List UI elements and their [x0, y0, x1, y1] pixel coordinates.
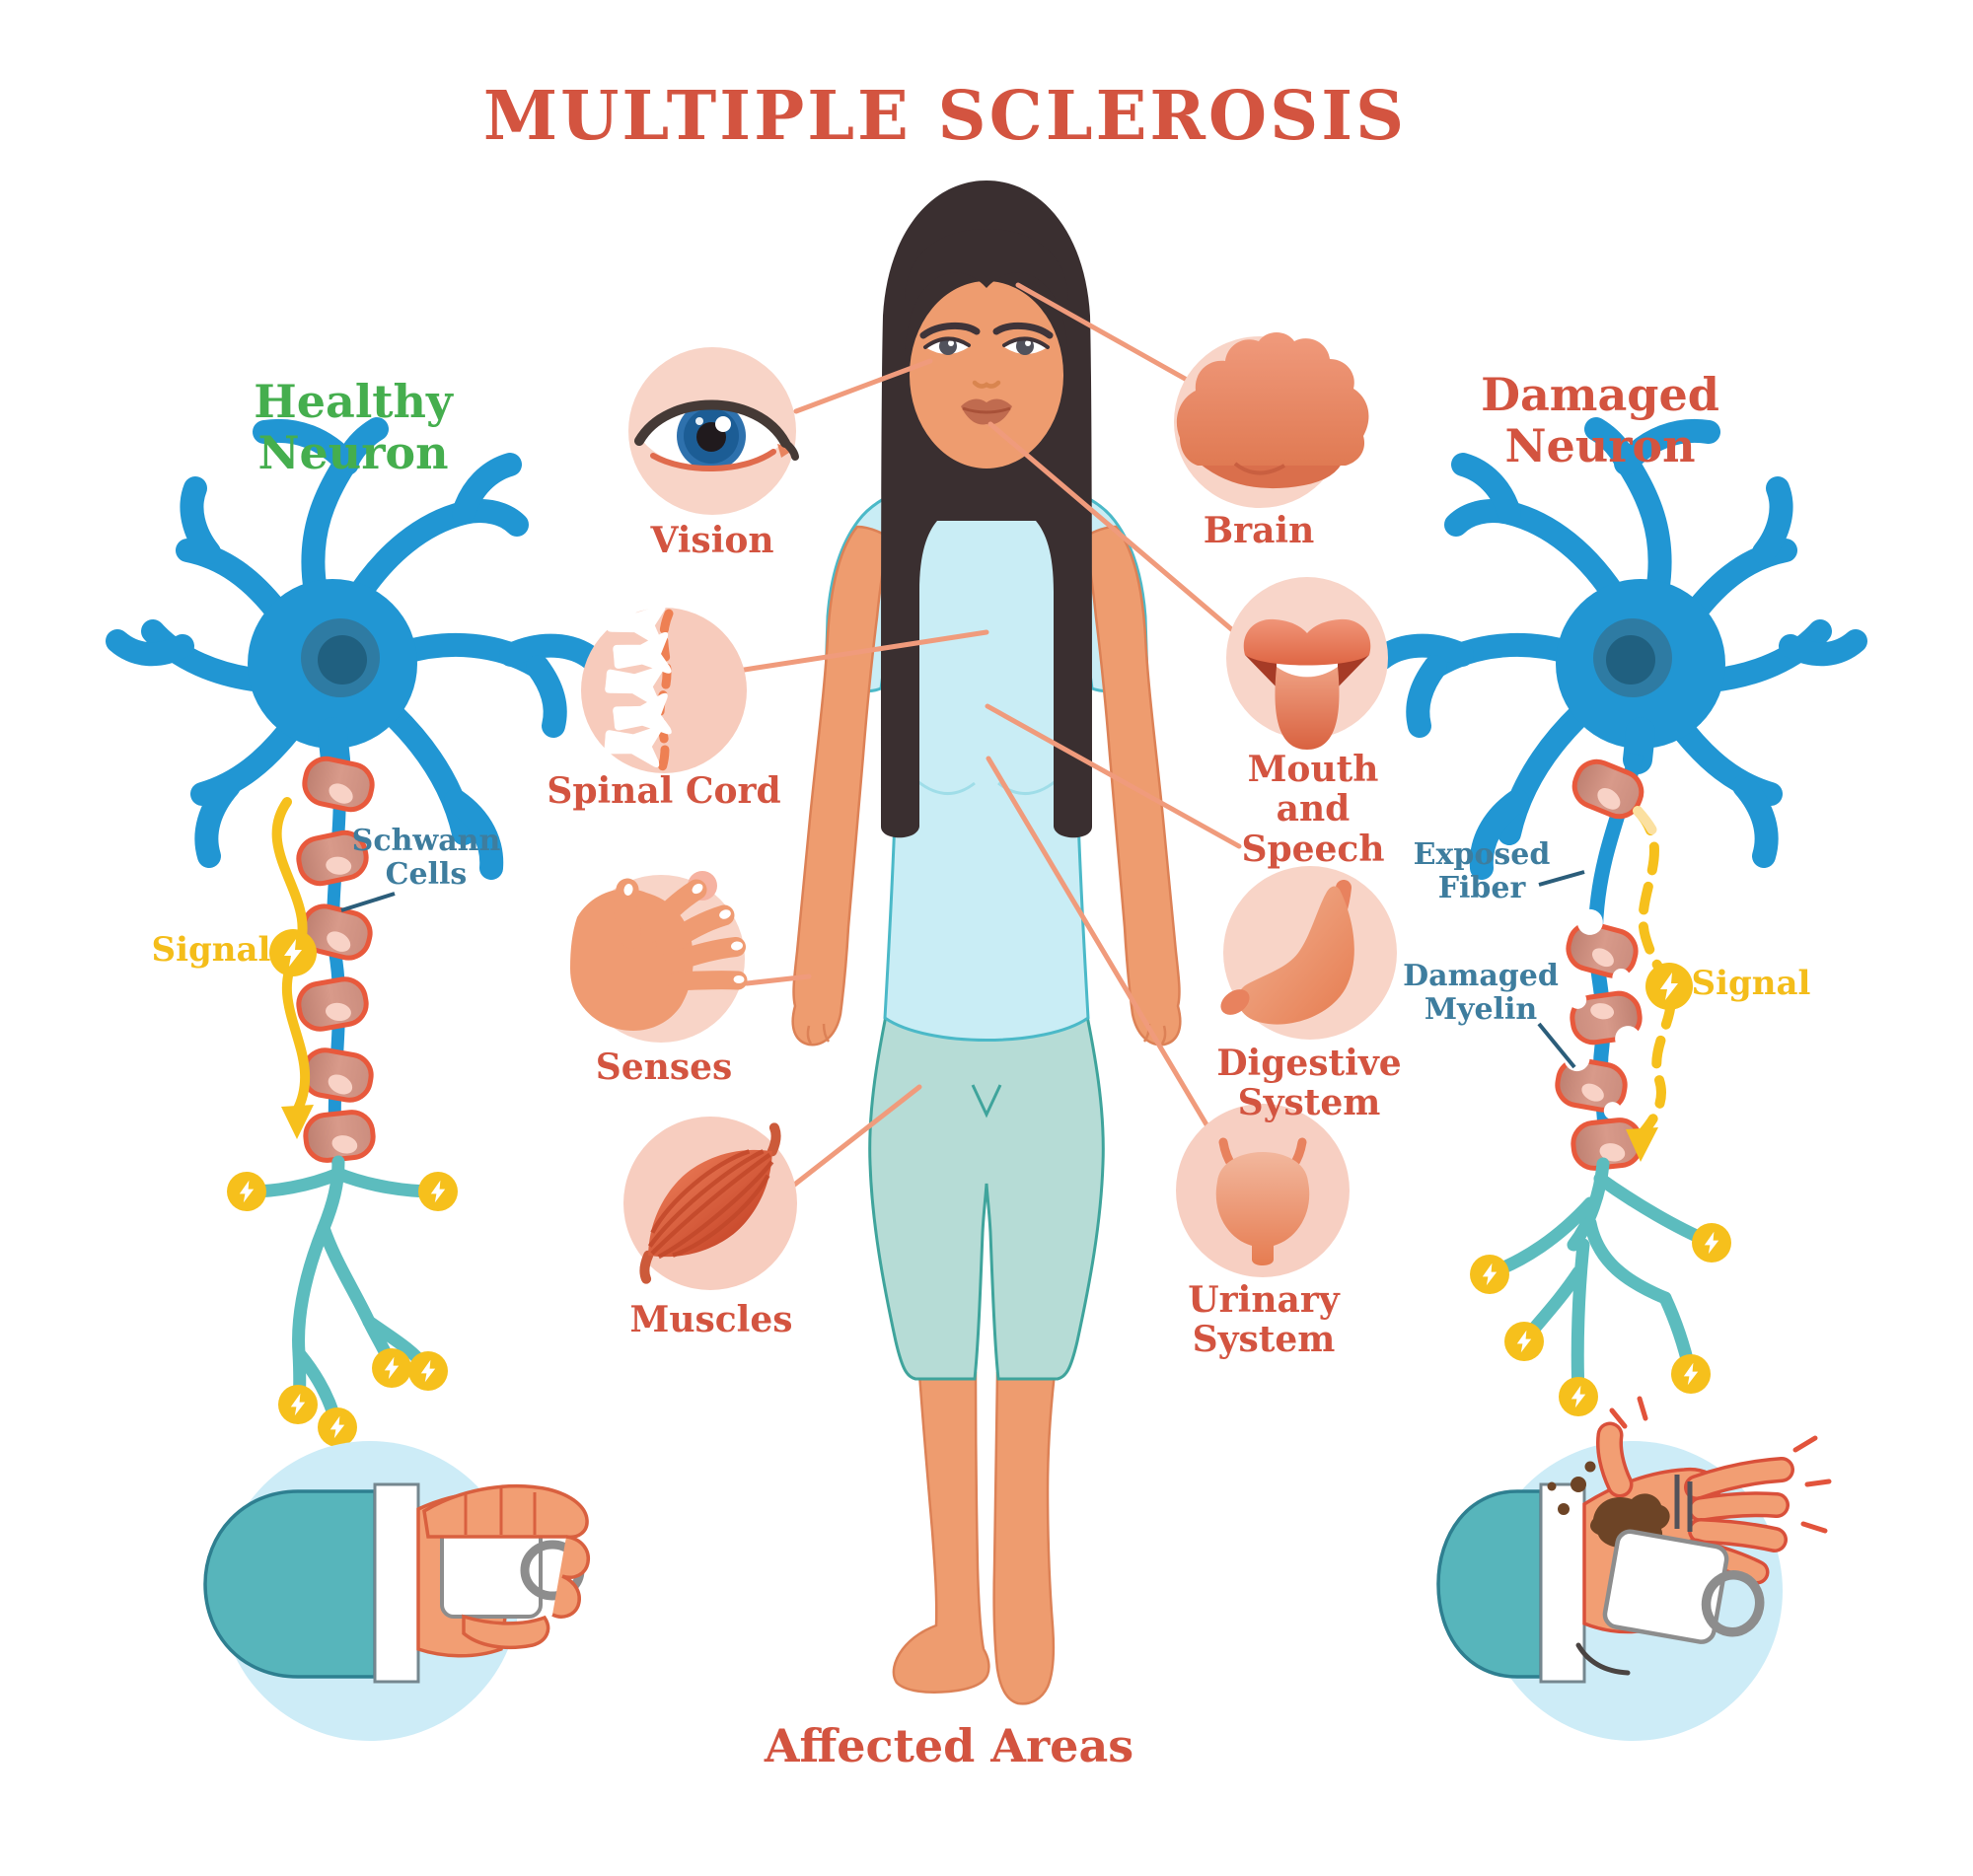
- face-features: [919, 323, 1054, 425]
- healthy-neuron-illustration: [117, 429, 592, 1447]
- spinal-connector: [735, 629, 989, 674]
- urinary-circle: [1176, 1104, 1350, 1277]
- muscles-circle: [623, 1117, 797, 1290]
- bladder-icon: [1215, 1137, 1310, 1265]
- vision-label: Vision: [650, 520, 774, 561]
- signal-label-right: Signal: [1691, 964, 1811, 1003]
- leggings: [868, 1013, 1105, 1381]
- vision-connector: [793, 358, 933, 414]
- brain-connector: [1015, 282, 1190, 383]
- axon-terminals: [244, 1155, 441, 1431]
- senses-connector: [744, 974, 812, 986]
- senses-circle: [570, 871, 748, 1043]
- brain-circle: [1174, 332, 1369, 508]
- brain-label: Brain: [1203, 510, 1315, 551]
- healthy-neuron-heading: Healthy Neuron: [254, 375, 453, 479]
- signal-lightning-icon: [1645, 963, 1693, 1010]
- muscles-connector: [785, 1084, 922, 1192]
- digestive-circle: [1220, 866, 1397, 1040]
- falling-mug: [1602, 1529, 1765, 1644]
- spine-icon: [603, 599, 674, 776]
- eye-icon: [634, 399, 799, 471]
- vision-circle: [628, 347, 799, 515]
- digestive-connector: [985, 703, 1242, 849]
- spinal-cord-circle: [581, 599, 747, 776]
- signal-lightning-icon: [269, 929, 317, 976]
- fingers: [1596, 1421, 1794, 1585]
- signal-label-left: Signal: [151, 930, 271, 970]
- sleeve: [203, 1489, 377, 1679]
- drop-swoosh: [1575, 1642, 1631, 1676]
- exposed-fiber-label: Exposed Fiber: [1413, 837, 1551, 905]
- senses-label: Senses: [595, 1046, 733, 1088]
- woman-figure: [791, 180, 1182, 1705]
- urinary-connector: [986, 756, 1216, 1139]
- brain-icon: [1176, 332, 1369, 489]
- affected-areas-title: Affected Areas: [764, 1719, 1134, 1772]
- damaged-myelin-pointer-line: [1537, 1022, 1576, 1069]
- schwann-pointer-line: [340, 892, 396, 912]
- face: [910, 281, 1063, 469]
- urinary-system-label: Urinary System: [1188, 1279, 1340, 1361]
- page-title: MULTIPLE SCLEROSIS: [482, 77, 1408, 156]
- lightning-icon: [227, 1172, 266, 1211]
- mouth-circle: [1226, 577, 1388, 750]
- spinal-cord-label: Spinal Cord: [547, 770, 781, 812]
- sleeve: [1436, 1489, 1543, 1679]
- stomach-icon: [1220, 880, 1354, 1025]
- muscle-icon: [639, 1122, 781, 1284]
- damaged-myelin-label: Damaged Myelin: [1403, 959, 1559, 1027]
- cuff: [373, 1482, 420, 1684]
- shock-lines: [1609, 1396, 1832, 1534]
- myelin-segment: [301, 755, 376, 813]
- digestive-system-label: Digestive System: [1216, 1043, 1402, 1124]
- mouth-connector: [987, 421, 1239, 636]
- hand-icon: [570, 871, 748, 1032]
- mug-drop-illustration: [1436, 1396, 1832, 1741]
- motion-lines: [1674, 1475, 1693, 1532]
- muscles-label: Muscles: [629, 1299, 793, 1340]
- schwann-cells-label: Schwann Cells: [351, 824, 501, 892]
- mug-grip-illustration: [203, 1441, 591, 1741]
- hair-front: [905, 229, 1068, 357]
- right-leg: [992, 1371, 1057, 1705]
- left-leg: [892, 1371, 990, 1694]
- damaged-neuron-illustration: [1381, 429, 1856, 1416]
- exposed-fiber-pointer-line: [1538, 870, 1585, 887]
- cuff: [1539, 1482, 1586, 1684]
- damaged-neuron-heading: Damaged Neuron: [1481, 368, 1719, 472]
- lightning-icon: [1470, 1255, 1509, 1294]
- mouth-speech-label: Mouth and Speech: [1241, 749, 1385, 870]
- mouth-icon: [1243, 618, 1371, 750]
- connector-lines: [735, 282, 1242, 1192]
